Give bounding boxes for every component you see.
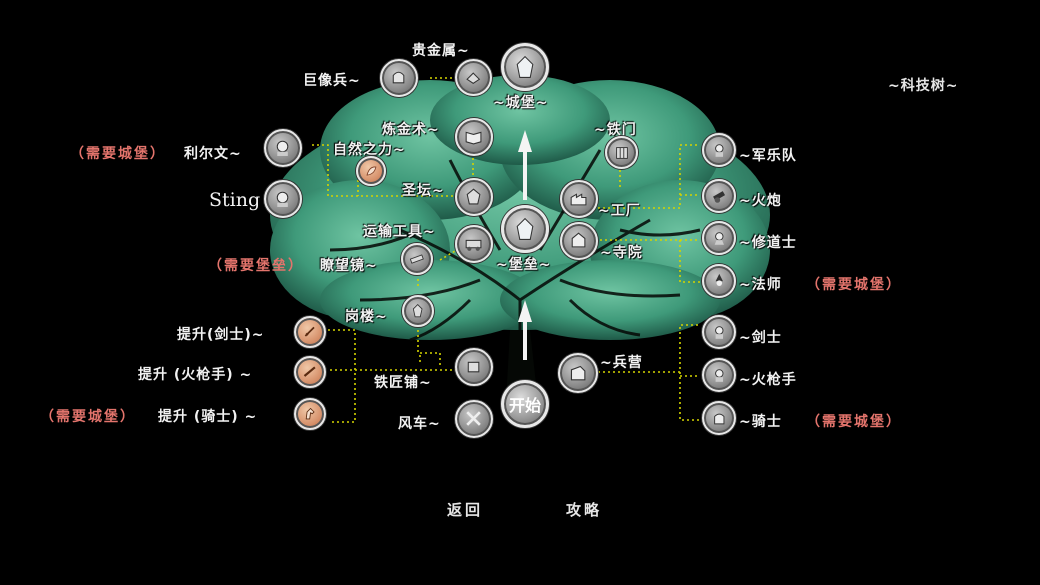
band-label: ~军乐队 (739, 148, 797, 164)
anvil-icon (468, 362, 480, 373)
sword-icon (305, 327, 315, 337)
fortress-label: ~堡垒~ (496, 257, 552, 273)
monk-icon (714, 231, 724, 245)
transport-label: 运输工具~ (363, 224, 436, 240)
knight-upgrade-requirement: （需要城堡） (40, 409, 136, 425)
castle-label: ~城堡~ (493, 95, 549, 111)
ingot-icon (466, 72, 481, 85)
musket-icon (304, 366, 316, 378)
mage-icon (715, 273, 723, 286)
fortress-node[interactable] (501, 205, 549, 253)
factory-icon (571, 193, 587, 206)
sting-label: Sting (209, 189, 261, 211)
blacksmith-label: 铁匠铺~ (374, 375, 432, 391)
altar-label: 圣坛~ (402, 183, 445, 199)
horse-icon (306, 408, 315, 420)
page-title: ~科技树~ (888, 78, 959, 94)
monastery-icon (572, 232, 586, 248)
rolf-requirement: （需要城堡） (70, 146, 166, 162)
colossus-label: 巨像兵~ (303, 73, 361, 89)
nature-power-label: 自然之力~ (333, 142, 406, 158)
windmill-label: 风车~ (398, 416, 441, 432)
hero-portrait-icon (277, 141, 289, 157)
telescope-label: 瞭望镜~ (320, 258, 378, 274)
swordsman-node[interactable] (702, 315, 736, 349)
start-label: 开始 (508, 396, 541, 415)
windmill-icon (466, 411, 482, 427)
cannon-node[interactable] (702, 179, 736, 213)
book-icon (466, 132, 482, 145)
nature-power-node[interactable] (356, 156, 386, 186)
musketeer-label: ~火枪手 (739, 372, 797, 388)
factory-label: ~工厂 (598, 203, 641, 219)
rolf-node[interactable] (264, 129, 302, 167)
upgrade-musketeer-node[interactable] (294, 356, 326, 388)
drummer-icon (714, 143, 724, 157)
telescope-icon (410, 254, 425, 265)
factory-node[interactable] (560, 180, 598, 218)
watchtower-node[interactable] (402, 295, 434, 327)
iron-gate-node[interactable] (605, 136, 638, 169)
altar-icon (467, 188, 481, 205)
colossus-node[interactable] (380, 59, 418, 97)
mage-label: ~法师 (739, 277, 782, 293)
back-button[interactable]: 返回 (447, 501, 484, 519)
start-button[interactable]: 开始 (501, 380, 549, 428)
swordsman-label: ~剑士 (739, 330, 782, 346)
castle-node[interactable] (501, 43, 549, 91)
helmet-icon (393, 72, 405, 84)
telescope-node[interactable] (401, 243, 433, 275)
leaf-icon (366, 166, 377, 176)
sting-node[interactable] (264, 180, 302, 218)
upgrade-swordsman-label: 提升(剑士)~ (177, 327, 265, 343)
tower-icon (413, 304, 423, 318)
musketeer-node[interactable] (702, 358, 736, 392)
knight-icon (713, 413, 725, 425)
windmill-node[interactable] (455, 400, 493, 438)
alchemy-label: 炼金术~ (382, 122, 440, 138)
barracks-icon (570, 365, 586, 381)
knight-requirement: （需要城堡） (806, 414, 902, 430)
gate-icon (615, 146, 628, 159)
precious-metal-label: 贵金属~ (412, 43, 470, 59)
telescope-requirement: （需要堡垒） (208, 258, 304, 274)
mage-node[interactable] (702, 264, 736, 298)
monk-label: ~修道士 (739, 235, 797, 251)
musketeer-icon (714, 368, 724, 382)
barracks-node[interactable] (558, 353, 598, 393)
knight-label: ~骑士 (739, 414, 782, 430)
upgrade-musketeer-label: 提升 (火枪手) ~ (138, 367, 253, 383)
guide-button[interactable]: 攻略 (566, 501, 603, 519)
precious-metal-node[interactable] (455, 59, 492, 96)
barracks-label: ~兵营 (600, 355, 643, 371)
rolf-label: 利尔文~ (184, 146, 242, 162)
iron-gate-label: ~铁门 (594, 122, 637, 138)
wagon-icon (466, 240, 482, 252)
hero-portrait-icon (277, 192, 289, 208)
transport-node[interactable] (455, 225, 493, 263)
watchtower-label: 岗楼~ (345, 309, 388, 325)
mage-requirement: （需要城堡） (806, 277, 902, 293)
altar-node[interactable] (455, 178, 493, 216)
swordsman-icon (714, 325, 724, 339)
alchemy-node[interactable] (455, 118, 493, 156)
cannon-label: ~火炮 (739, 193, 782, 209)
monk-node[interactable] (702, 221, 736, 255)
knight-node[interactable] (702, 401, 736, 435)
band-node[interactable] (702, 133, 736, 167)
upgrade-knight-label: 提升 (骑士) ~ (158, 409, 258, 425)
monastery-node[interactable] (560, 222, 598, 260)
blacksmith-node[interactable] (455, 348, 493, 386)
cannon-icon (712, 190, 725, 203)
castle-icon (516, 55, 534, 78)
monastery-label: ~寺院 (600, 245, 643, 261)
fortress-icon (516, 217, 534, 240)
upgrade-knight-node[interactable] (294, 398, 326, 430)
upgrade-swordsman-node[interactable] (294, 316, 326, 348)
